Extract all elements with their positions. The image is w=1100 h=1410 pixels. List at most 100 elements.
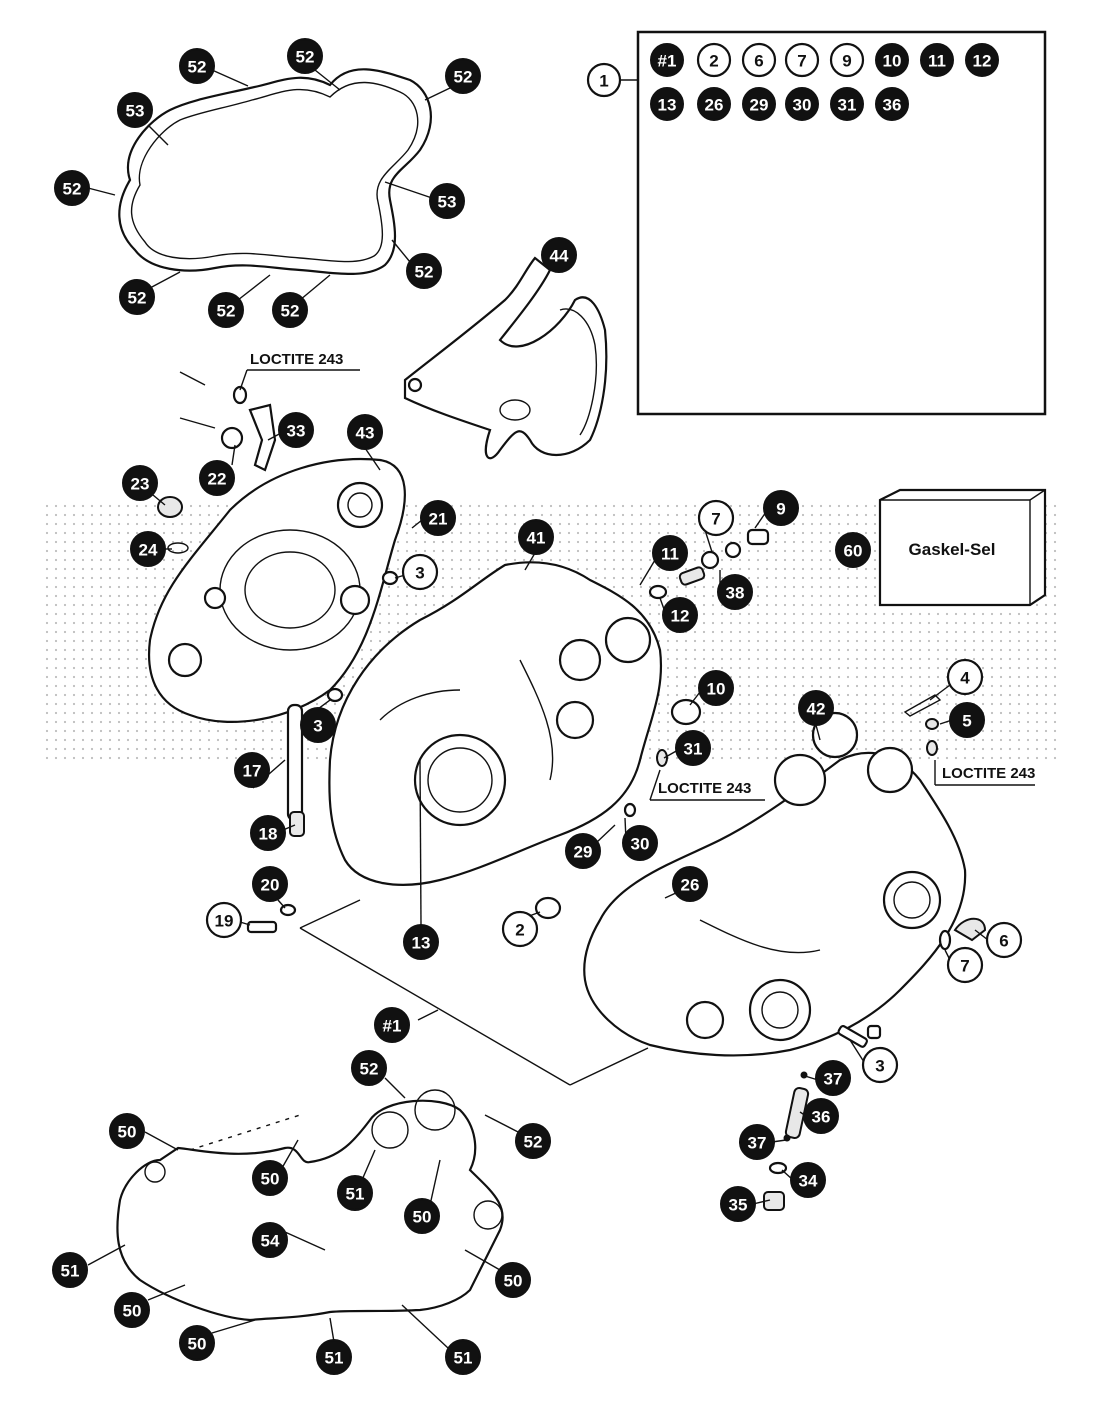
svg-text:51: 51 xyxy=(325,1349,344,1368)
svg-text:52: 52 xyxy=(415,263,434,282)
callout-cover-21: 21 xyxy=(420,500,456,536)
callout-right-6: 6 xyxy=(985,921,1023,959)
callout-center-19: 19 xyxy=(205,901,243,939)
svg-text:52: 52 xyxy=(454,68,473,87)
svg-text:52: 52 xyxy=(296,48,315,67)
svg-text:60: 60 xyxy=(844,542,863,561)
svg-text:3: 3 xyxy=(313,717,322,736)
callout-top-gasket-52: 52 xyxy=(179,48,215,84)
svg-text:44: 44 xyxy=(550,247,569,266)
svg-text:11: 11 xyxy=(661,545,679,564)
svg-text:50: 50 xyxy=(504,1272,523,1291)
callout-bottom-gasket-50: 50 xyxy=(109,1113,145,1149)
loctite-notes: LOCTITE 243 LOCTITE 243 LOCTITE 243 xyxy=(239,351,1035,801)
svg-text:30: 30 xyxy=(631,835,650,854)
kit-item-6: 6 xyxy=(741,42,777,78)
svg-text:52: 52 xyxy=(63,180,82,199)
engine-bracket xyxy=(403,256,608,460)
svg-text:18: 18 xyxy=(259,825,278,844)
svg-text:37: 37 xyxy=(748,1134,767,1153)
svg-text:31: 31 xyxy=(838,96,857,115)
callout-center-29: 29 xyxy=(565,833,601,869)
svg-text:3: 3 xyxy=(875,1057,884,1076)
callout-center-2: 2 xyxy=(501,910,539,948)
svg-text:10: 10 xyxy=(883,52,902,71)
svg-text:52: 52 xyxy=(281,302,300,321)
assembly-bracket-lines xyxy=(299,899,649,1086)
callout-right-5: 5 xyxy=(949,702,985,738)
svg-text:51: 51 xyxy=(346,1185,365,1204)
svg-text:3: 3 xyxy=(415,564,424,583)
callout-bottom-gasket-51: 51 xyxy=(316,1339,352,1375)
callout-cover-33: 33 xyxy=(278,412,314,448)
callout-right-42: 42 xyxy=(798,690,834,726)
svg-text:26: 26 xyxy=(681,876,700,895)
svg-text:36: 36 xyxy=(883,96,902,115)
kit-item-7: 7 xyxy=(784,42,820,78)
callout-right-36: 36 xyxy=(803,1098,839,1134)
svg-text:52: 52 xyxy=(188,58,207,77)
svg-text:26: 26 xyxy=(705,96,724,115)
svg-text:29: 29 xyxy=(574,843,593,862)
svg-text:#1: #1 xyxy=(383,1017,402,1036)
svg-text:7: 7 xyxy=(960,957,969,976)
callout-bottom-gasket-50: 50 xyxy=(252,1160,288,1196)
callout-center-7: 7 xyxy=(697,499,735,537)
kit-item-36: 36 xyxy=(875,87,909,121)
callout-center-30: 30 xyxy=(622,825,658,861)
callout-bottom-gasket-51: 51 xyxy=(445,1339,481,1375)
callout-kit-1: 1 xyxy=(586,62,622,98)
svg-text:12: 12 xyxy=(671,607,690,626)
clutch-cover-gasket xyxy=(118,68,432,275)
callout-top-gasket-53: 53 xyxy=(117,92,153,128)
gasket-set-label: Gaskel-Sel xyxy=(909,540,996,559)
kit-item-11: 11 xyxy=(920,43,954,77)
svg-text:7: 7 xyxy=(711,510,720,529)
kit-item-26: 26 xyxy=(697,87,731,121)
callout-cover-3: 3 xyxy=(401,553,439,591)
kit-item-12: 12 xyxy=(965,43,999,77)
callout-cover-22: 22 xyxy=(199,460,235,496)
svg-text:20: 20 xyxy=(261,876,280,895)
svg-text:11: 11 xyxy=(928,52,946,71)
callout-right-4: 4 xyxy=(946,658,984,696)
loctite-note-3: LOCTITE 243 xyxy=(942,765,1035,782)
svg-text:6: 6 xyxy=(754,52,763,71)
cover-small-parts xyxy=(157,371,399,934)
loctite-note-2: LOCTITE 243 xyxy=(658,780,751,797)
svg-text:2: 2 xyxy=(515,921,524,940)
svg-text:1: 1 xyxy=(599,72,608,91)
kit-item-2: 2 xyxy=(696,42,732,78)
callout-bracket-44: 44 xyxy=(541,237,577,273)
svg-text:9: 9 xyxy=(842,52,851,71)
callout-top-gasket-52: 52 xyxy=(445,58,481,94)
repair-kit-box xyxy=(618,30,1047,416)
kit-item-13: 13 xyxy=(650,87,684,121)
callout-bottom-gasket-51: 51 xyxy=(52,1252,88,1288)
svg-text:36: 36 xyxy=(812,1108,831,1127)
callout-top-gasket-52: 52 xyxy=(287,38,323,74)
callout-right-35: 35 xyxy=(720,1186,756,1222)
svg-text:#1: #1 xyxy=(658,52,677,71)
svg-text:33: 33 xyxy=(287,422,306,441)
callout-bottom-gasket-51: 51 xyxy=(337,1175,373,1211)
callout-top-gasket-53: 53 xyxy=(429,183,465,219)
callout-right-37: 37 xyxy=(739,1124,775,1160)
svg-text:53: 53 xyxy=(438,193,457,212)
callout-center-11: 11 xyxy=(652,535,688,571)
callout-cover-43: 43 xyxy=(347,414,383,450)
svg-text:50: 50 xyxy=(123,1302,142,1321)
callout-center-9: 9 xyxy=(763,490,799,526)
svg-text:2: 2 xyxy=(709,52,718,71)
callout-top-gasket-52: 52 xyxy=(406,253,442,289)
svg-text:43: 43 xyxy=(356,424,375,443)
callout-center-60: 60 xyxy=(835,532,871,568)
svg-text:37: 37 xyxy=(824,1070,843,1089)
callout-center-31: 31 xyxy=(675,730,711,766)
callout-center-20: 20 xyxy=(252,866,288,902)
svg-text:9: 9 xyxy=(776,500,785,519)
callout-bottom-gasket-50: 50 xyxy=(114,1292,150,1328)
svg-text:24: 24 xyxy=(139,541,158,560)
callout-bottom-gasket-54: 54 xyxy=(252,1222,288,1258)
